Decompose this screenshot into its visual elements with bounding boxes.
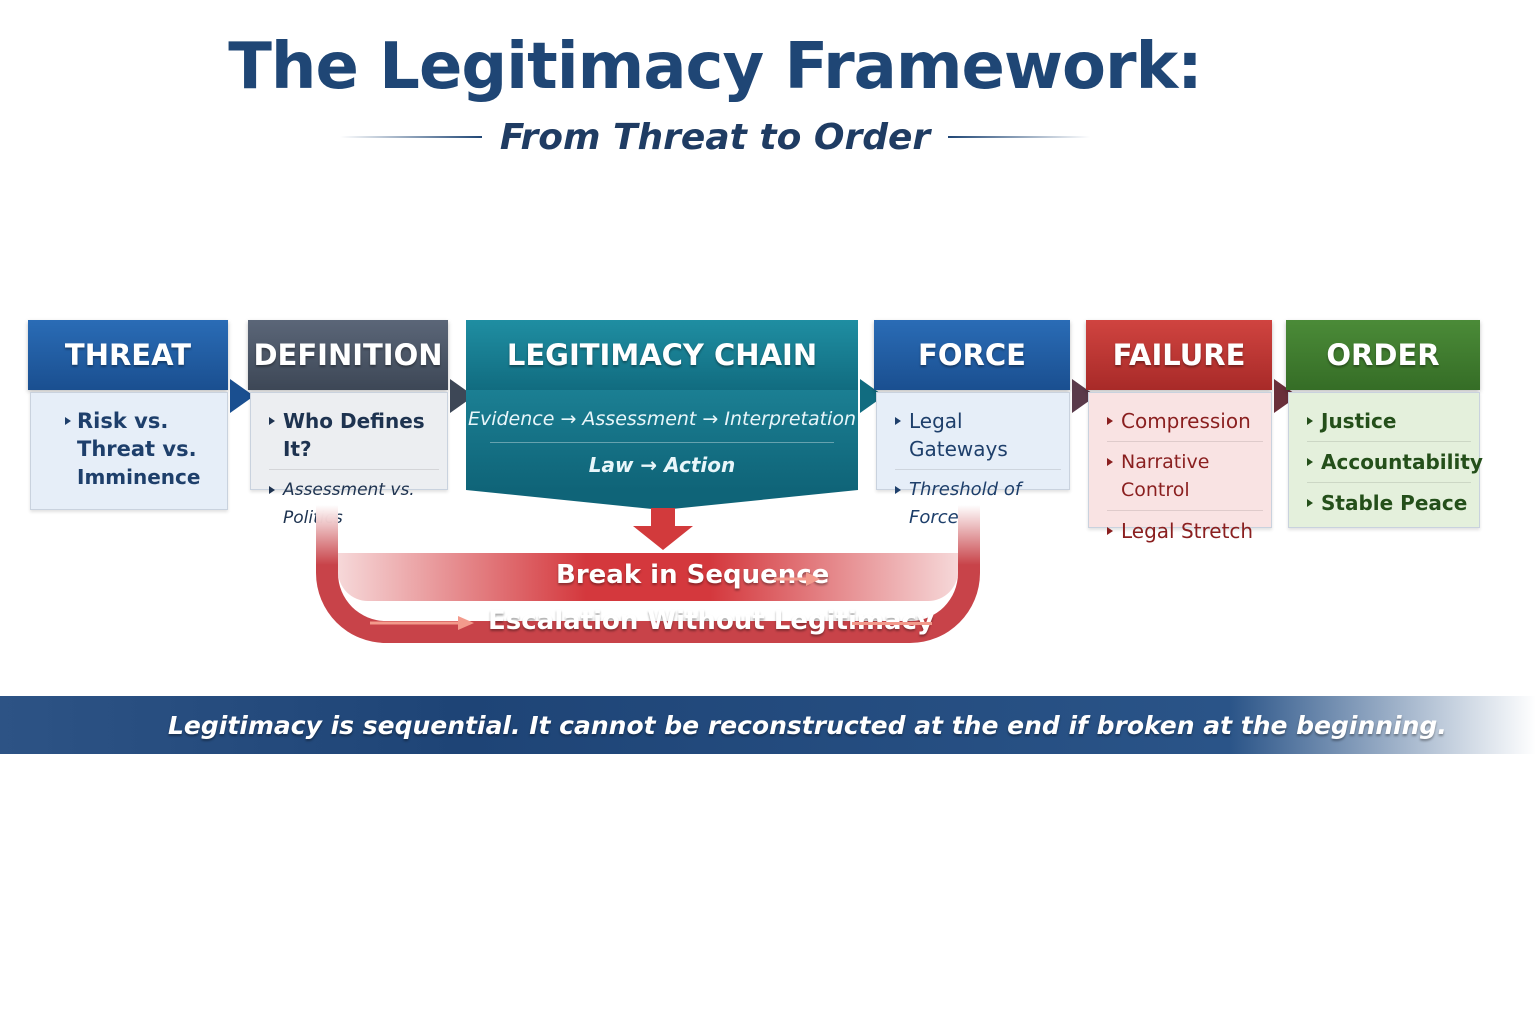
page-subtitle: From Threat to Order [499, 116, 931, 158]
bullet-marker-icon [65, 417, 71, 425]
conclusion-banner: Legitimacy is sequential. It cannot be r… [0, 696, 1536, 754]
stage-threat-header: THREAT [28, 320, 228, 390]
force-item: Legal Gateways [895, 407, 1061, 470]
stage-failure: FAILURE Compression Narrative Control Le… [1086, 320, 1272, 543]
stage-force-header: FORCE [874, 320, 1070, 390]
stage-chain-body: Evidence → Assessment → Interpretation L… [466, 390, 858, 490]
subtitle-rule-right [948, 136, 1090, 138]
break-loop-fade [316, 505, 338, 565]
chain-pointer-icon [466, 490, 858, 510]
break-in-sequence-label: Break in Sequence [556, 560, 830, 590]
stage-order-body: Justice Accountability Stable Peace [1288, 392, 1483, 528]
stage-order-header: ORDER [1286, 320, 1480, 390]
stage-order: ORDER Justice Accountability Stable Peac… [1286, 320, 1483, 530]
stage-force-body: Legal Gateways Threshold of Force [876, 392, 1070, 528]
failure-item: Legal Stretch [1107, 517, 1263, 551]
page-title: The Legitimacy Framework: [228, 30, 1202, 104]
chain-divider [490, 442, 834, 443]
escalation-trail-line [852, 622, 932, 625]
stage-threat-body: Risk vs. Threat vs. Imminence [30, 392, 228, 510]
conclusion-text: Legitimacy is sequential. It cannot be r… [168, 710, 1447, 740]
down-arrow-icon [633, 508, 693, 550]
order-item: Stable Peace [1307, 489, 1471, 523]
break-loop-fade [958, 505, 980, 565]
stage-force: FORCE Legal Gateways Threshold of Force [874, 320, 1070, 528]
order-item: Justice [1307, 407, 1471, 442]
stage-definition-body: Who Defines It? Assessment vs. Politics [250, 392, 448, 528]
stage-definition: DEFINITION Who Defines It? Assessment vs… [248, 320, 448, 528]
definition-item: Who Defines It? [269, 407, 439, 470]
stage-legitimacy-chain: LEGITIMACY CHAIN Evidence → Assessment →… [466, 320, 858, 510]
failure-item: Compression [1107, 407, 1263, 442]
break-band [338, 553, 958, 601]
chain-sequence-line: Evidence → Assessment → Interpretation [467, 408, 857, 430]
threat-line: Imminence [77, 465, 201, 489]
chain-sequence-line: Law → Action [588, 453, 736, 477]
stage-failure-header: FAILURE [1086, 320, 1272, 390]
stage-chain-header: LEGITIMACY CHAIN [466, 320, 858, 390]
subtitle-rule-left [340, 136, 482, 138]
threat-line: Threat vs. [77, 437, 197, 461]
stage-threat: THREAT Risk vs. Threat vs. Imminence [28, 320, 228, 512]
failure-item: Narrative Control [1107, 448, 1263, 511]
escalation-label: Escalation Without Legitimacy [488, 606, 934, 636]
stage-failure-body: Compression Narrative Control Legal Stre… [1088, 392, 1272, 543]
stage-definition-header: DEFINITION [248, 320, 448, 390]
arrow-right-icon [774, 572, 820, 586]
subtitle-row: From Threat to Order [340, 112, 1090, 162]
arrow-right-icon [370, 616, 474, 630]
order-item: Accountability [1307, 448, 1483, 483]
threat-line: Risk vs. [77, 409, 169, 433]
